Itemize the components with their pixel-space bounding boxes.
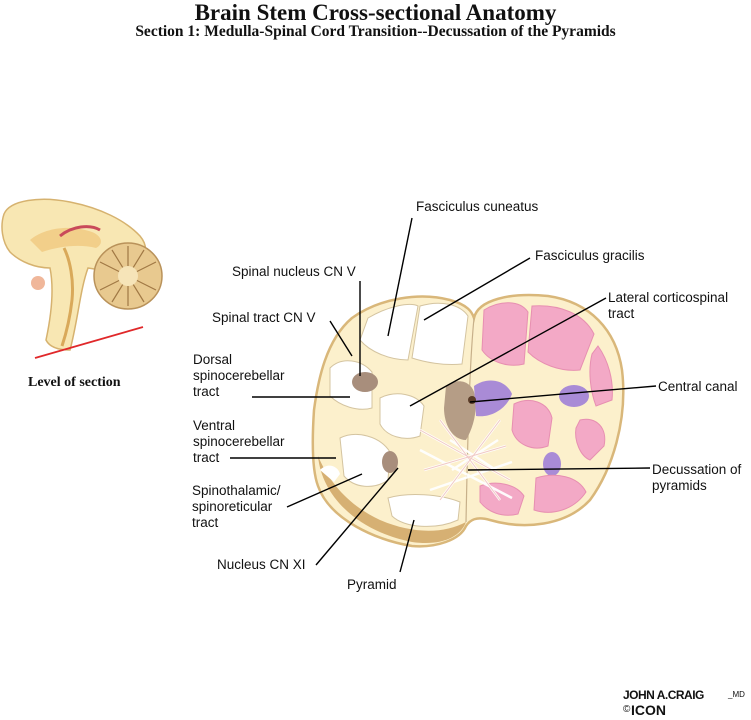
- level-of-section-marker: [34, 326, 144, 359]
- page-title: Brain Stem Cross-sectional Anatomy: [194, 0, 557, 25]
- label-spinal-nucleus-cn-v: Spinal nucleus CN V: [232, 264, 356, 279]
- label-fasciculus-gracilis: Fasciculus gracilis: [535, 248, 645, 263]
- artist-suffix: _MD: [728, 690, 745, 699]
- copyright-symbol: ©: [623, 704, 631, 715]
- label-spinothalamic-spinoreticular-tract: Spinothalamic/ spinoreticular tract: [192, 483, 281, 530]
- label-dorsal-spinocerebellar-tract: Dorsal spinocerebellar tract: [193, 352, 285, 399]
- label-lateral-corticospinal-tract: Lateral corticospinal tract: [608, 290, 729, 321]
- inset-caption: Level of section: [28, 375, 121, 390]
- publisher-logo: ICON: [631, 702, 666, 718]
- sagittal-brain-inset: [1, 198, 163, 359]
- label-spinal-tract-cn-v: Spinal tract CN V: [212, 310, 316, 325]
- artist-credit: JOHN A.CRAIG _MD © ICON: [623, 688, 745, 718]
- label-nucleus-cn-xi: Nucleus CN XI: [217, 557, 306, 572]
- label-ventral-spinocerebellar-tract: Ventral spinocerebellar tract: [193, 418, 285, 465]
- label-pyramid: Pyramid: [347, 577, 397, 592]
- label-central-canal: Central canal: [658, 379, 738, 394]
- artist-name: JOHN A.CRAIG: [623, 688, 704, 702]
- label-fasciculus-cuneatus: Fasciculus cuneatus: [416, 199, 539, 214]
- page-subtitle: Section 1: Medulla-Spinal Cord Transitio…: [135, 23, 616, 40]
- label-decussation-of-pyramids: Decussation of pyramids: [652, 462, 742, 493]
- leader-lines: [230, 217, 657, 573]
